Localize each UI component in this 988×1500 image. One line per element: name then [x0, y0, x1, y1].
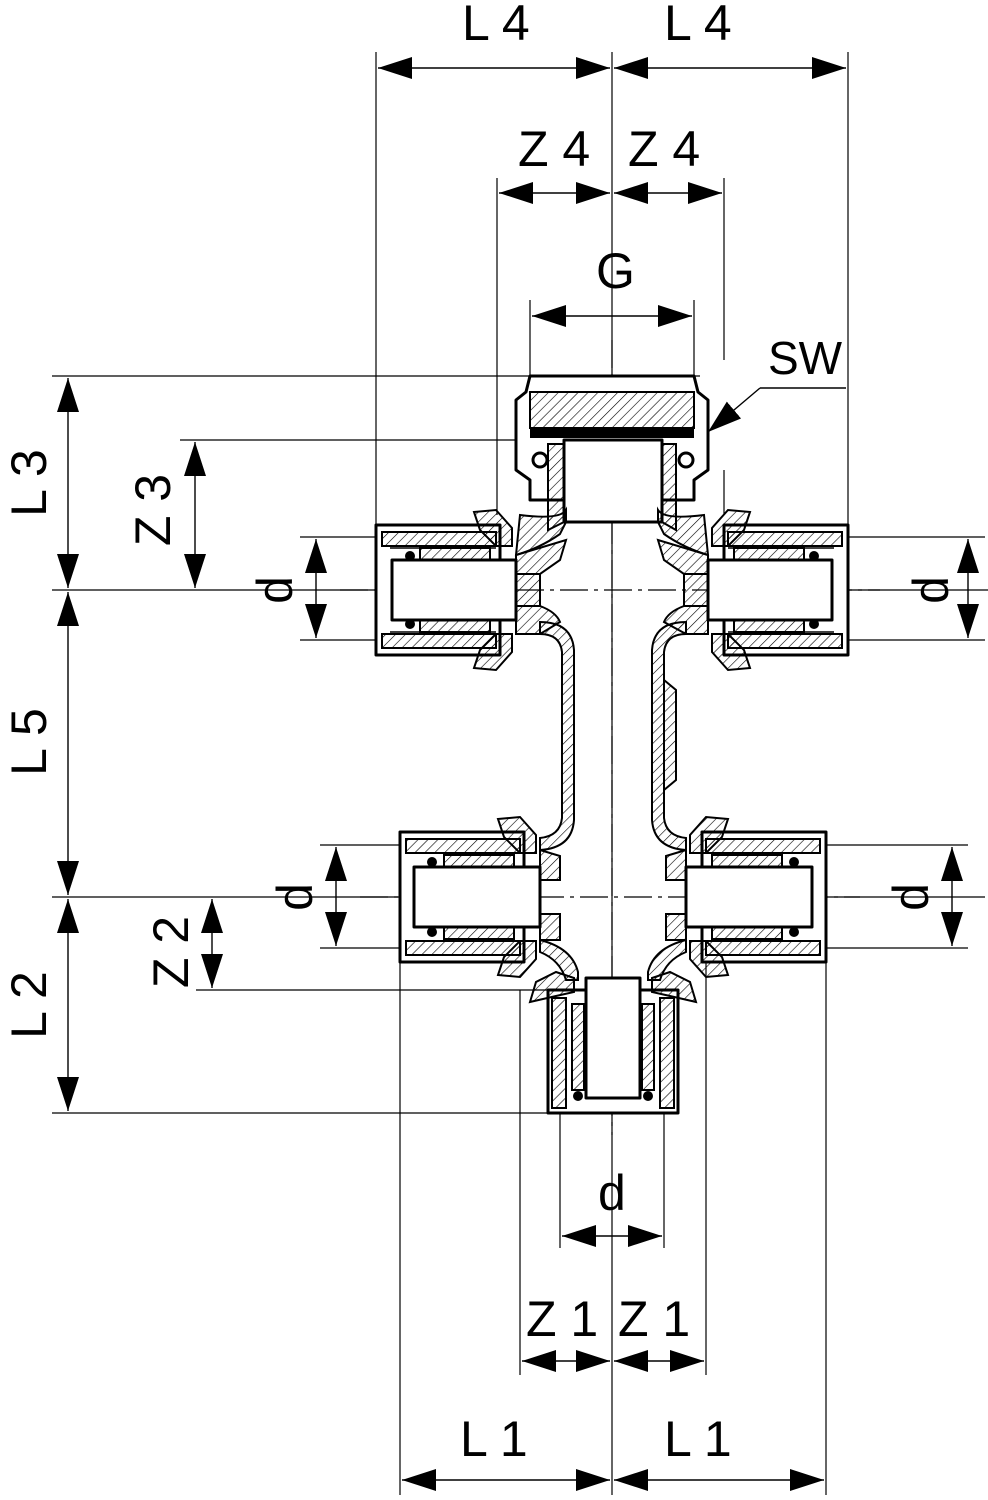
label-sw: SW	[768, 332, 843, 384]
label-d-top-left: d	[247, 576, 303, 604]
label-d-top-right: d	[903, 576, 959, 604]
label-d-mid-left: d	[267, 883, 323, 911]
label-l2: L 2	[1, 971, 57, 1039]
label-l5: L 5	[1, 708, 57, 776]
label-l1-right: L 1	[664, 1411, 732, 1467]
dimension-lines	[57, 57, 979, 1491]
label-l1-left: L 1	[460, 1411, 528, 1467]
label-z1-right: Z 1	[618, 1291, 690, 1347]
fitting-body	[374, 374, 850, 1115]
label-l4-left: L 4	[462, 0, 530, 51]
dimension-labels: L 4 L 4 Z 4 Z 4 G SW L 3 Z 3 L 5 L 2 Z 2…	[1, 0, 959, 1467]
label-l4-right: L 4	[664, 0, 732, 51]
label-z4-right: Z 4	[628, 121, 700, 177]
label-z1-left: Z 1	[526, 1291, 598, 1347]
label-z2: Z 2	[143, 916, 199, 988]
label-l3: L 3	[1, 449, 57, 517]
label-d-mid-right: d	[883, 883, 939, 911]
label-z4-left: Z 4	[518, 121, 590, 177]
label-z3: Z 3	[125, 474, 181, 546]
extension-lines	[52, 52, 988, 1495]
label-g: G	[596, 243, 635, 299]
label-d-bottom: d	[598, 1165, 626, 1221]
